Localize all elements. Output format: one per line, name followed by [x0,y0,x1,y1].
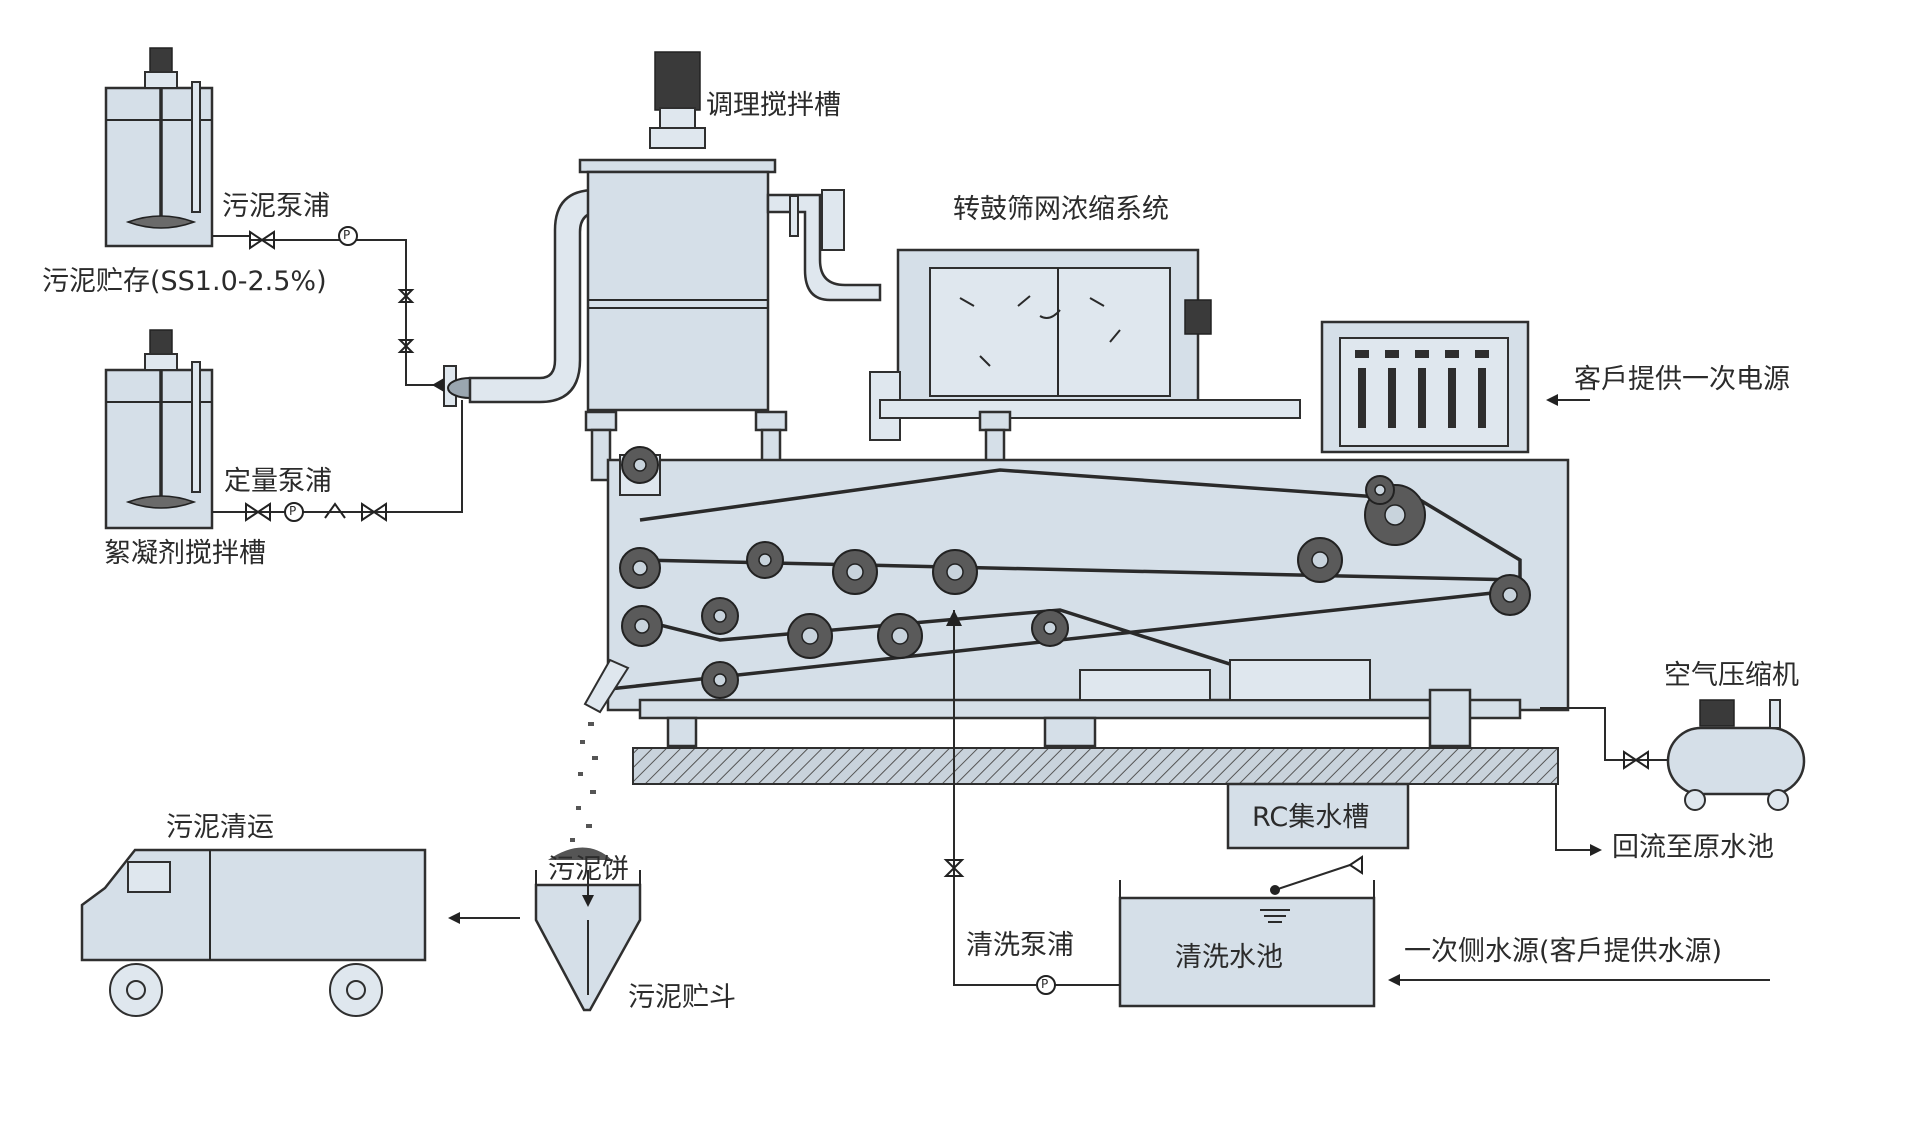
dosing-pump-letter: P [289,504,297,518]
control-panel [1320,320,1530,454]
flocculant-tank [104,329,214,530]
sludge-pump-letter: P [343,228,351,242]
sludge-feed-line [212,226,440,386]
label-air-compressor: 空气压缩机 [1664,660,1799,691]
drum-screen-thickener [869,248,1301,441]
dosing-pump-symbol [284,502,304,522]
sludge-storage-tank [104,47,214,248]
label-primary-water: 一次侧水源(客戶提供水源) [1404,936,1723,967]
label-sludge-pump: 污泥泵浦 [222,191,330,222]
sludge-pump-symbol [338,226,358,246]
rc-collection-tank [1226,782,1410,850]
label-sludge-hopper: 污泥贮斗 [628,982,736,1013]
label-customer-power: 客戶提供一次电源 [1574,364,1790,395]
air-compressor [1540,699,1806,811]
label-wash-pool: 清洗水池 [1175,942,1283,973]
conditioning-tank [578,51,882,412]
sludge-truck [80,848,427,1017]
wash-pool [1118,855,1376,1008]
wash-pump-letter: P [1041,977,1049,991]
foundation [632,747,1559,785]
label-conditioning-tank: 调理搅拌槽 [706,90,841,121]
label-flocculant-tank: 絮凝剂搅拌槽 [104,538,266,569]
feed-pipe [468,188,601,404]
label-sludge-cake: 污泥饼 [548,854,629,885]
return-line [1555,784,1602,856]
label-sludge-transport: 污泥清运 [166,812,274,843]
label-drum-thickening: 转鼓筛网浓缩系统 [953,194,1169,225]
wash-line [943,610,1120,995]
label-return-raw: 回流至原水池 [1612,832,1774,863]
belt-press-machine [548,410,1570,860]
label-rc-tank: RC集水槽 [1252,802,1370,833]
sludge-hopper [534,870,642,1012]
label-wash-pump: 清洗泵浦 [966,930,1074,961]
label-dosing-pump: 定量泵浦 [224,466,332,497]
label-sludge-storage: 污泥贮存(SS1.0-2.5%) [42,266,327,297]
flocculant-feed-line [212,400,463,522]
